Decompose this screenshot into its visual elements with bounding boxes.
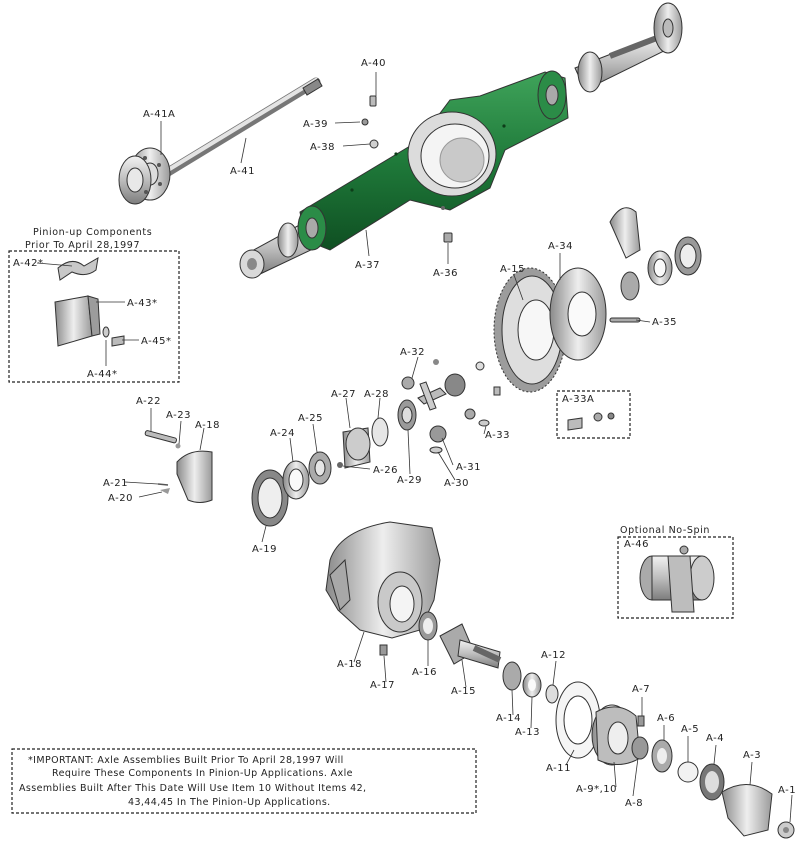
label-a33a: A-33A bbox=[562, 394, 594, 405]
label-a43: A-43* bbox=[127, 298, 157, 309]
label-a6: A-6 bbox=[657, 713, 675, 724]
carrier-bearing-parts-left bbox=[144, 399, 417, 527]
label-a11: A-11 bbox=[546, 763, 571, 774]
label-a25: A-25 bbox=[298, 413, 323, 424]
label-a39: A-39 bbox=[303, 119, 328, 130]
pinion-cage-and-yoke bbox=[591, 704, 795, 839]
label-a3: A-3 bbox=[743, 750, 761, 761]
label-a23: A-23 bbox=[166, 410, 191, 421]
label-a5: A-5 bbox=[681, 724, 699, 735]
axle-shaft-a41 bbox=[118, 77, 323, 205]
label-a14: A-14 bbox=[496, 713, 521, 724]
label-a19: A-19 bbox=[252, 544, 277, 555]
important-note: *IMPORTANT: Axle Assemblies Built Prior … bbox=[19, 755, 366, 808]
label-a45: A-45* bbox=[141, 336, 171, 347]
label-a31: A-31 bbox=[456, 462, 481, 473]
pinion-up-parts bbox=[54, 257, 125, 347]
label-a33: A-33 bbox=[485, 430, 510, 441]
label-a22: A-22 bbox=[136, 396, 161, 407]
label-a30: A-30 bbox=[444, 478, 469, 489]
label-a29: A-29 bbox=[397, 475, 422, 486]
label-a41a: A-41A bbox=[143, 109, 175, 120]
label-a4: A-4 bbox=[706, 733, 724, 744]
leader-lines bbox=[36, 72, 793, 823]
pinion-assembly bbox=[418, 611, 601, 759]
label-a35: A-35 bbox=[652, 317, 677, 328]
a33a-box bbox=[556, 390, 631, 439]
label-a18-housing: A-18 bbox=[337, 659, 362, 670]
carrier-housing-a18 bbox=[325, 521, 441, 656]
no-spin-unit bbox=[639, 545, 715, 613]
important-note-box bbox=[11, 748, 477, 814]
label-a12: A-12 bbox=[541, 650, 566, 661]
differential-gears bbox=[401, 359, 501, 454]
axle-housing-a37 bbox=[239, 2, 683, 279]
label-a7: A-7 bbox=[632, 684, 650, 695]
note-line3: Assemblies Built After This Date Will Us… bbox=[19, 783, 366, 794]
label-a37: A-37 bbox=[355, 260, 380, 271]
label-a16: A-16 bbox=[412, 667, 437, 678]
label-a40: A-40 bbox=[361, 58, 386, 69]
label-a20: A-20 bbox=[108, 493, 133, 504]
note-line1: *IMPORTANT: Axle Assemblies Built Prior … bbox=[28, 755, 344, 766]
a33a-parts bbox=[567, 412, 615, 431]
label-a17: A-17 bbox=[370, 680, 395, 691]
no-spin-box bbox=[617, 536, 734, 619]
label-a27: A-27 bbox=[331, 389, 356, 400]
label-a1: A-1 bbox=[778, 785, 796, 796]
label-a15-pinion: A-15 bbox=[451, 686, 476, 697]
label-a8: A-8 bbox=[625, 798, 643, 809]
label-a26: A-26 bbox=[373, 465, 398, 476]
no-spin-title: Optional No-Spin bbox=[620, 525, 710, 536]
label-a44: A-44* bbox=[87, 369, 117, 380]
label-a18-cap: A-18 bbox=[195, 420, 220, 431]
label-a34: A-34 bbox=[548, 241, 573, 252]
label-a15-ring: A-15 bbox=[500, 264, 525, 275]
label-a32: A-32 bbox=[400, 347, 425, 358]
ring-gear-and-case bbox=[493, 207, 702, 393]
label-a13: A-13 bbox=[515, 727, 540, 738]
part-labels: A-40 A-39 A-38 A-41A A-41 A-37 A-36 A-15… bbox=[13, 58, 796, 809]
label-a41: A-41 bbox=[230, 166, 255, 177]
label-a21: A-21 bbox=[103, 478, 128, 489]
pinion-up-title-line2: Prior To April 28,1997 bbox=[25, 240, 140, 251]
pinion-up-title-line1: Pinion-up Components bbox=[33, 227, 152, 238]
label-a46: A-46 bbox=[624, 539, 649, 550]
label-a9-10: A-9*,10 bbox=[576, 784, 617, 795]
label-a36: A-36 bbox=[433, 268, 458, 279]
pinion-up-box bbox=[8, 250, 180, 383]
label-a24: A-24 bbox=[270, 428, 295, 439]
note-line4: 43,44,45 In The Pinion-Up Applications. bbox=[128, 797, 331, 808]
label-a42: A-42* bbox=[13, 258, 43, 269]
label-a28: A-28 bbox=[364, 389, 389, 400]
label-a38: A-38 bbox=[310, 142, 335, 153]
note-line2: Require These Components In Pinion-Up Ap… bbox=[52, 768, 353, 779]
